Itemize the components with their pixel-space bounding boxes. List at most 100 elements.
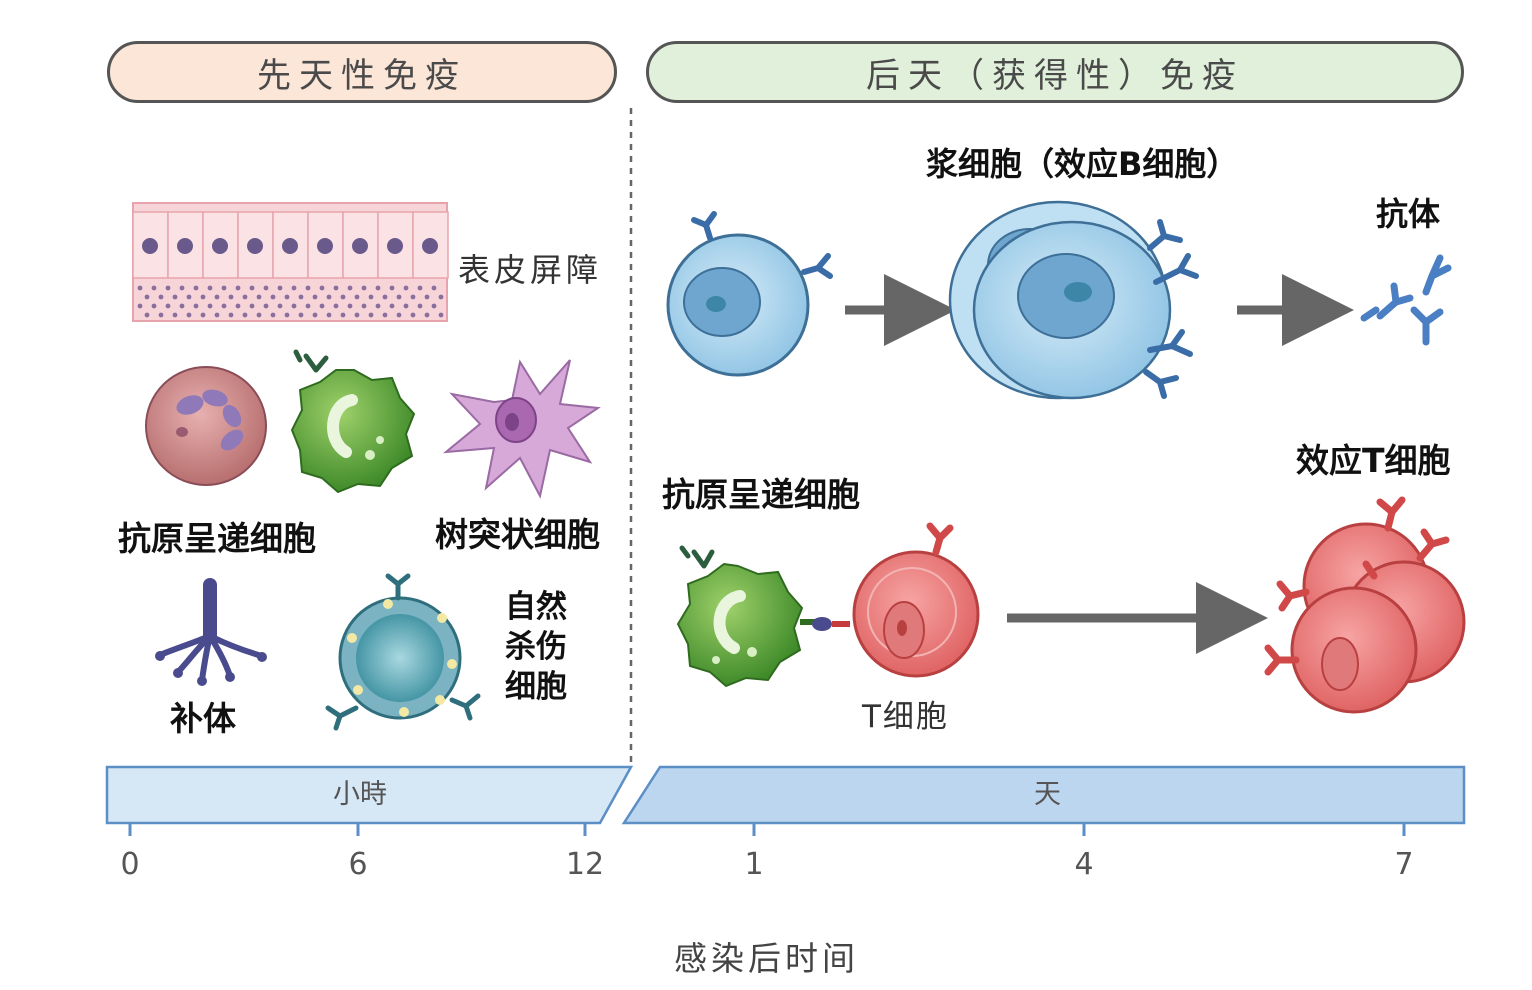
tissue-dot (228, 294, 234, 300)
cell-nucleus (142, 238, 158, 254)
cell-nucleus (317, 238, 333, 254)
days-unit-label: 天 (1034, 779, 1061, 810)
cell-nucleus (247, 238, 263, 254)
t-cell-icon (852, 522, 980, 678)
tissue-dot (417, 303, 423, 309)
tissue-dot (207, 285, 213, 291)
tissue-dot (179, 303, 185, 309)
tissue-dot (424, 294, 430, 300)
tissue-dot (368, 294, 374, 300)
tissue-dot (298, 294, 304, 300)
tissue-dot (235, 285, 241, 291)
cell-nucleus (177, 238, 193, 254)
b-cell-icon (666, 211, 833, 377)
tissue-dot (291, 285, 297, 291)
complement-label: 补体 (170, 699, 236, 738)
innate-apc-label: 抗原呈递细胞 (118, 519, 316, 558)
effector-t-cell-icon (1264, 496, 1466, 714)
tissue-dot (354, 294, 360, 300)
tissue-dot (305, 303, 311, 309)
tissue-dot (221, 285, 227, 291)
tissue-dot (137, 285, 143, 291)
tissue-dot (403, 303, 409, 309)
tissue-dot (193, 303, 199, 309)
epithelial-layer-icon (132, 202, 449, 322)
tissue-dot (263, 303, 269, 309)
tissue-dot (186, 312, 192, 318)
tissue-dot (375, 303, 381, 309)
tissue-dot (340, 294, 346, 300)
t-cell-label: T细胞 (862, 699, 949, 735)
tissue-dot (291, 303, 297, 309)
tissue-dot (438, 294, 444, 300)
tissue-dot (312, 294, 318, 300)
antibody-label: 抗体 (1376, 195, 1441, 233)
tissue-dot (221, 303, 227, 309)
tissue-dot (249, 303, 255, 309)
tissue-dot (410, 312, 416, 318)
tissue-dot (368, 312, 374, 318)
plasma-cell-icon (948, 200, 1199, 400)
tick-label: 0 (120, 847, 140, 882)
nk-cell-icon (325, 573, 481, 731)
tissue-dot (361, 285, 367, 291)
tissue-dot (396, 294, 402, 300)
axis-title: 感染后时间 (674, 939, 859, 978)
tick-label: 7 (1394, 847, 1414, 882)
tissue-dot (347, 303, 353, 309)
tissue-dot (305, 285, 311, 291)
tissue-dot (263, 285, 269, 291)
adaptive-apc-label: 抗原呈递细胞 (662, 475, 860, 514)
tissue-dot (165, 285, 171, 291)
neutrophil-icon (145, 366, 267, 486)
tissue-dot (158, 294, 164, 300)
tissue-dot (158, 312, 164, 318)
tissue-dot (256, 312, 262, 318)
nk-cell-label-line2: 杀伤 (505, 629, 567, 665)
tissue-dot (319, 285, 325, 291)
adaptive-immunity-header: 后天（获得性）免疫 (646, 41, 1464, 103)
tissue-dot (340, 312, 346, 318)
tissue-dot (137, 303, 143, 309)
tissue-dot (417, 285, 423, 291)
tissue-dot (235, 303, 241, 309)
tissue-dot (347, 285, 353, 291)
cell-nucleus (422, 238, 438, 254)
tissue-dot (228, 312, 234, 318)
tissue-dot (438, 312, 444, 318)
tissue-dot (179, 285, 185, 291)
tissue-dot (319, 303, 325, 309)
dendritic-cell-label: 树突状细胞 (435, 515, 600, 554)
cell-nucleus (352, 238, 368, 254)
nk-cell-label-line3: 细胞 (505, 669, 567, 705)
tissue-dot (214, 294, 220, 300)
tissue-dot (172, 312, 178, 318)
complement-icon (155, 578, 267, 686)
effector-t-cell-label: 效应T细胞 (1296, 441, 1451, 480)
tick-label: 12 (565, 847, 605, 882)
tissue-dot (151, 285, 157, 291)
tick-label: 1 (744, 847, 764, 882)
cell-nucleus (282, 238, 298, 254)
epithelial-barrier-label: 表皮屏障 (458, 251, 603, 289)
tissue-dot (361, 303, 367, 309)
cell-nucleus (212, 238, 228, 254)
tissue-dot (389, 303, 395, 309)
tissue-dot (312, 312, 318, 318)
tissue-dot (354, 312, 360, 318)
antibody-icon (1360, 254, 1452, 346)
tissue-dot (186, 294, 192, 300)
tissue-dot (375, 285, 381, 291)
tissue-dot (284, 312, 290, 318)
tissue-dot (333, 285, 339, 291)
tissue-dot (424, 312, 430, 318)
tissue-dot (326, 312, 332, 318)
tissue-dot (242, 312, 248, 318)
hours-bar (105, 765, 634, 825)
tissue-dot (389, 285, 395, 291)
tissue-dot (277, 285, 283, 291)
timeline (105, 765, 1466, 836)
tissue-dot (144, 312, 150, 318)
